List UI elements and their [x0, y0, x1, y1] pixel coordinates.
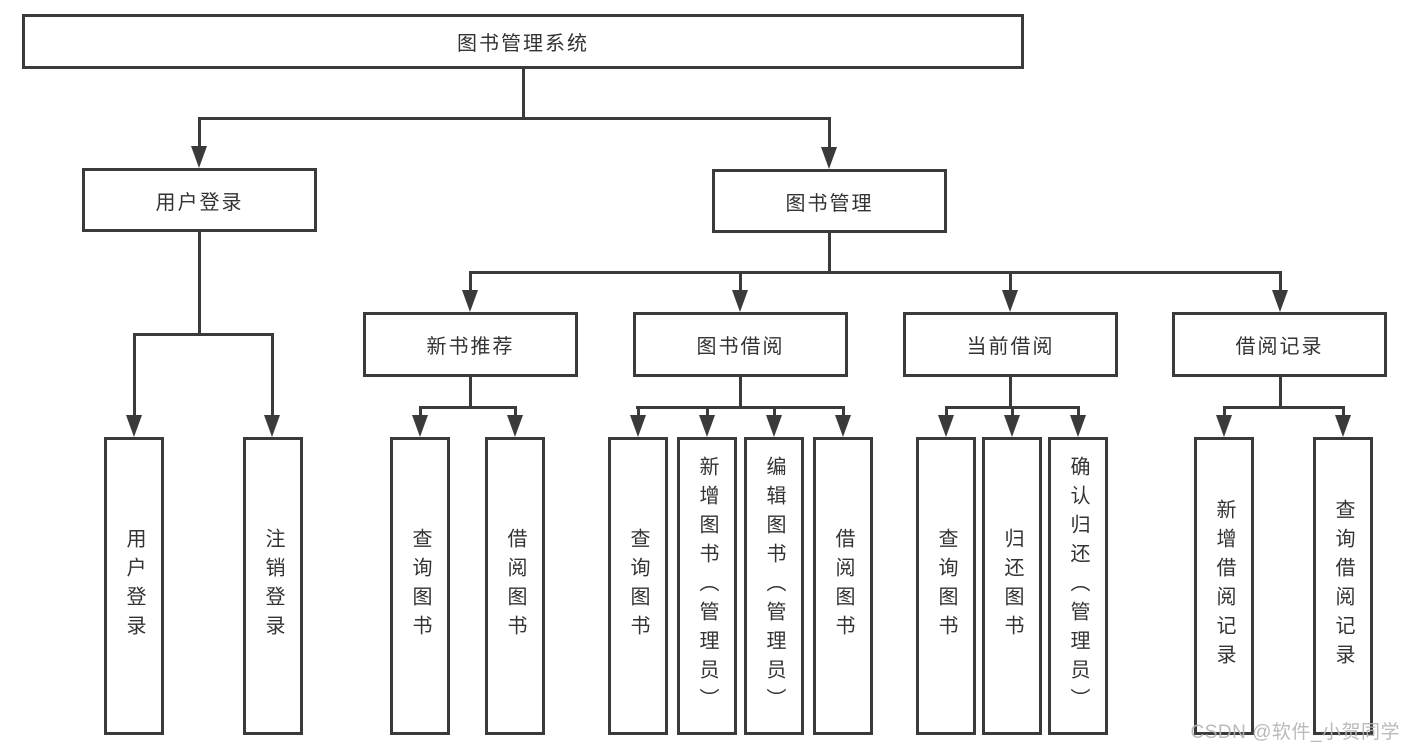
- csdn-watermark: CSDN @软件_小贺同学: [1190, 722, 1400, 743]
- arrowhead-icon: [821, 147, 837, 169]
- arrowhead-icon: [126, 415, 142, 437]
- connector-recommend-hbar: [418, 406, 517, 409]
- leaf-borrow-add-books-admin: 新增图书（管理员）: [677, 437, 737, 735]
- connector-drop-leaf-logout: [270, 333, 274, 418]
- leaf-current-return-books: 归还图书: [982, 437, 1042, 735]
- arrowhead-icon: [264, 415, 280, 437]
- node-book-management: 图书管理: [712, 169, 947, 233]
- connector-drop-leaf: [772, 406, 776, 418]
- arrowhead-icon: [1216, 415, 1232, 437]
- connector-drop-leaf: [705, 406, 709, 418]
- connector-drop-leaf: [636, 406, 640, 418]
- arrowhead-icon: [1002, 290, 1018, 312]
- connector-userlogin-stem: [197, 232, 201, 336]
- connector-drop-book-mgmt: [827, 117, 831, 150]
- leaf-recommend-query-books: 查询图书: [390, 437, 450, 735]
- connector-recommend-stem: [468, 377, 472, 408]
- connector-drop-records: [1278, 271, 1282, 293]
- node-current-borrow: 当前借阅: [903, 312, 1118, 377]
- connector-drop-leaf: [1222, 406, 1226, 418]
- arrowhead-icon: [938, 415, 954, 437]
- node-borrow-records: 借阅记录: [1172, 312, 1387, 377]
- arrowhead-icon: [1272, 290, 1288, 312]
- connector-drop-leaf: [841, 406, 845, 418]
- leaf-user-login: 用户登录: [104, 437, 164, 735]
- connector-drop-leaf: [1341, 406, 1345, 418]
- arrowhead-icon: [1004, 415, 1020, 437]
- node-book-borrow: 图书借阅: [633, 312, 848, 377]
- connector-current-stem: [1008, 377, 1012, 408]
- arrowhead-icon: [412, 415, 428, 437]
- connector-drop-current: [1008, 271, 1012, 293]
- connector-borrow-hbar: [635, 406, 845, 409]
- leaf-logout: 注销登录: [243, 437, 303, 735]
- node-new-book-recommend: 新书推荐: [363, 312, 578, 377]
- connector-borrow-stem: [738, 377, 742, 408]
- connector-drop-user-login: [197, 117, 201, 149]
- arrowhead-icon: [191, 146, 207, 168]
- connector-drop-leaf: [1010, 406, 1014, 418]
- connector-root-hbar: [197, 117, 831, 120]
- connector-bookmgmt-stem: [827, 233, 831, 273]
- connector-userlogin-hbar: [132, 333, 274, 336]
- leaf-records-query-record: 查询借阅记录: [1313, 437, 1373, 735]
- connector-drop-leaf: [418, 406, 422, 418]
- connector-records-stem: [1278, 377, 1282, 408]
- connector-drop-borrow: [738, 271, 742, 293]
- connector-root-stem: [521, 69, 525, 119]
- connector-records-hbar: [1222, 406, 1345, 409]
- arrowhead-icon: [507, 415, 523, 437]
- connector-drop-leaf-user-login: [132, 333, 136, 418]
- leaf-borrow-edit-books-admin: 编辑图书（管理员）: [744, 437, 804, 735]
- arrowhead-icon: [630, 415, 646, 437]
- leaf-borrow-borrow-books: 借阅图书: [813, 437, 873, 735]
- connector-drop-leaf: [1076, 406, 1080, 418]
- arrowhead-icon: [699, 415, 715, 437]
- root-node-library-system: 图书管理系统: [22, 14, 1024, 69]
- arrowhead-icon: [462, 290, 478, 312]
- connector-drop-leaf: [944, 406, 948, 418]
- node-user-login: 用户登录: [82, 168, 317, 232]
- leaf-records-add-record: 新增借阅记录: [1194, 437, 1254, 735]
- leaf-borrow-query-books: 查询图书: [608, 437, 668, 735]
- connector-drop-recommend: [468, 271, 472, 293]
- arrowhead-icon: [766, 415, 782, 437]
- arrowhead-icon: [1335, 415, 1351, 437]
- leaf-current-query-books: 查询图书: [916, 437, 976, 735]
- arrowhead-icon: [835, 415, 851, 437]
- connector-bookmgmt-hbar: [468, 271, 1282, 274]
- arrowhead-icon: [1070, 415, 1086, 437]
- arrowhead-icon: [732, 290, 748, 312]
- connector-drop-leaf: [513, 406, 517, 418]
- leaf-current-confirm-return-admin: 确认归还（管理员）: [1048, 437, 1108, 735]
- leaf-recommend-borrow-books: 借阅图书: [485, 437, 545, 735]
